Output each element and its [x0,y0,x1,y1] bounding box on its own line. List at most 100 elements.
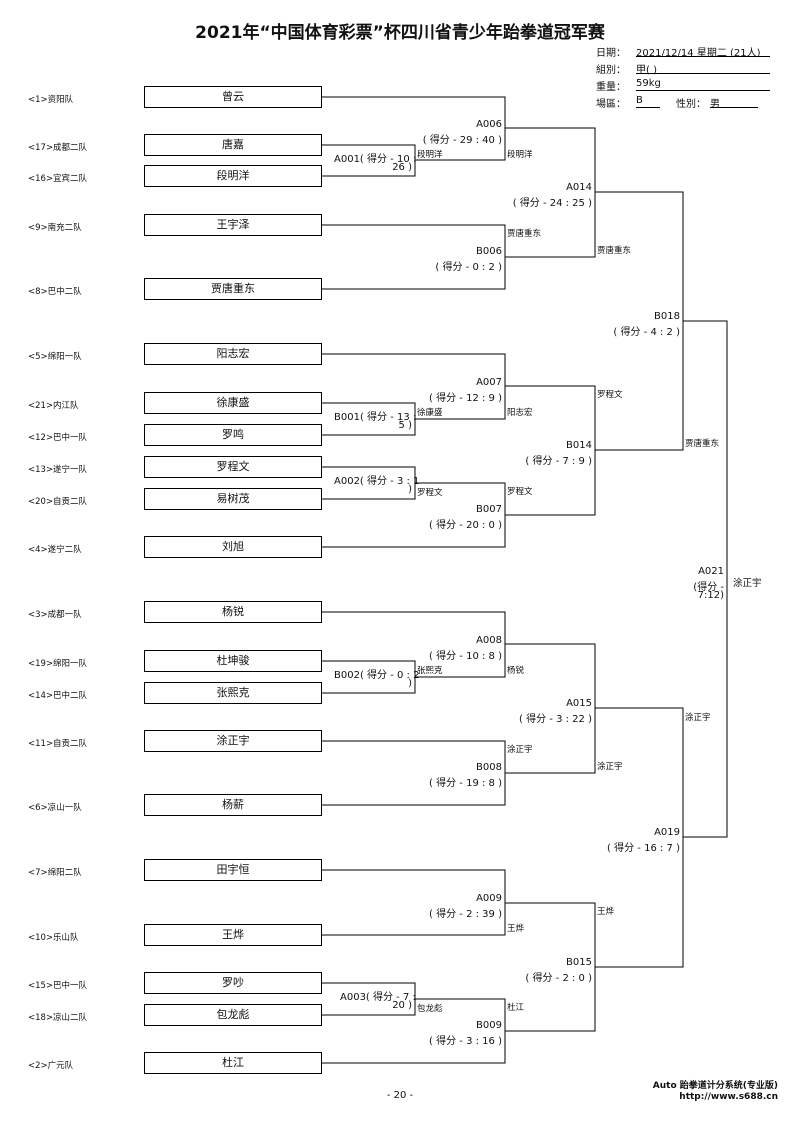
seed-label: <1>资阳队 [28,95,74,105]
page-title: 2021年“中国体育彩票”杯四川省青少年跆拳道冠军赛 [195,23,605,43]
player-name-box: 罗鸣 [144,424,322,446]
r3-top-b014: 罗程文 [597,390,623,400]
seed-label: <19>绵阳一队 [28,659,88,669]
seed-label: <20>自贡二队 [28,497,88,507]
match-score-b015: ( 得分 - 2 : 0 ) [525,973,592,984]
seed-label: <9>南充二队 [28,223,82,233]
player-name-box: 涂正宇 [144,730,322,752]
seed-label: <18>凉山二队 [28,1013,88,1023]
match-code-a002: A002( 得分 - 3 : 1 [334,476,420,487]
match-score-b008: ( 得分 - 19 : 8 ) [429,778,502,789]
match-code-a009: A009 [476,893,502,904]
match-score-a001: 26 ) [392,162,412,173]
player-name-box: 曾云 [144,86,322,108]
seed-label: <17>成都二队 [28,143,88,153]
player-name-box: 贾唐重东 [144,278,322,300]
match-score-a002: ) [408,484,412,495]
seed-label: <16>宜宾二队 [28,174,88,184]
match-code-b009: B009 [476,1020,502,1031]
match-code-b007: B007 [476,504,502,515]
seed-label: <21>内江队 [28,401,79,411]
match-score-b001: 5 ) [398,420,412,431]
seed-label: <3>成都一队 [28,610,82,620]
seed-label: <8>巴中二队 [28,287,82,297]
weight-label: 重量： [596,82,626,93]
match-score-a021-2: 7:12) [697,590,724,601]
player-name-box: 杜坤骏 [144,650,322,672]
weight-value: 59kg [636,78,770,91]
player-name-box: 刘旭 [144,536,322,558]
footer-system: Auto 跆拳道计分系统(专业版) [652,1081,778,1091]
winner-b015: 王烨 [597,907,615,917]
winner-b001: 徐康盛 [417,408,443,418]
info-weight: 重量： 59kg [596,78,776,93]
line-a021 [683,320,728,838]
player-name-box: 杨锐 [144,601,322,623]
winner-a014: 贾唐重东 [597,246,632,256]
line-b006 [322,224,506,290]
match-score-b002: ) [408,678,412,689]
winner-a006: 段明洋 [507,150,533,160]
match-code-b015: B015 [566,957,592,968]
match-code-a006: A006 [476,119,502,130]
winner-a009: 王烨 [507,924,525,934]
match-code-b006: B006 [476,246,502,257]
match-score-b007: ( 得分 - 20 : 0 ) [429,520,502,531]
winner-b018: 贾唐重东 [685,439,720,449]
match-score-a015: ( 得分 - 3 : 22 ) [519,714,592,725]
group-value: 甲( ) [636,61,770,76]
player-name-box: 阳志宏 [144,343,322,365]
player-name-box: 罗程文 [144,456,322,478]
match-score-a021-1: (得分 - [693,582,724,593]
info-group: 組別： 甲( ) [596,61,776,76]
match-code-a007: A007 [476,377,502,388]
player-name-box: 罗吵 [144,972,322,994]
match-code-a019: A019 [654,827,680,838]
winner-b007: 罗程文 [507,487,533,497]
player-name-box: 易树茂 [144,488,322,510]
winner-b009: 杜江 [507,1003,525,1013]
winner-a007: 阳志宏 [507,408,533,418]
page-number: - 20 - [386,1090,414,1101]
player-name-box: 徐康盛 [144,392,322,414]
player-name-box: 田宇恒 [144,859,322,881]
court-label: 場區： [596,99,626,110]
seed-label: <5>绵阳一队 [28,352,82,362]
player-name-box: 张熙克 [144,682,322,704]
date-label: 日期： [596,48,626,59]
match-score-b009: ( 得分 - 3 : 16 ) [429,1036,502,1047]
match-score-a008: ( 得分 - 10 : 8 ) [429,651,502,662]
player-name-box: 段明洋 [144,165,322,187]
match-code-b008: B008 [476,762,502,773]
info-court: 場區： B 性別： 男 [596,95,776,110]
loser-side-b006: 贾唐重东 [507,229,542,239]
match-score-a006: ( 得分 - 29 : 40 ) [422,135,502,146]
player-name-box: 杜江 [144,1052,322,1074]
winner-b002: 张熙克 [417,666,443,676]
match-score-b006: ( 得分 - 0 : 2 ) [435,262,502,273]
seed-label: <6>凉山一队 [28,803,82,813]
match-code-a003: A003( 得分 - 7 : [340,992,416,1003]
seed-label: <2>广元队 [28,1061,74,1071]
winner-a002: 罗程文 [417,488,443,498]
seed-label: <14>巴中二队 [28,691,88,701]
winner-a001: 段明洋 [417,150,443,160]
match-score-b014: ( 得分 - 7 : 9 ) [525,456,592,467]
match-code-a014: A014 [566,182,592,193]
line-b008 [322,740,506,806]
winner-a008: 杨锐 [507,666,525,676]
footer-url: http://www.s688.cn [679,1092,778,1102]
info-date: 日期： 2021/12/14 星期二 (21人) [596,44,776,59]
winner-a003: 包龙彪 [417,1004,443,1014]
match-code-b002: B002( 得分 - 0 : 2 [334,670,420,681]
seed-label: <12>巴中一队 [28,433,88,443]
seed-label: <10>乐山队 [28,933,79,943]
match-code-a021: A021 [698,566,724,577]
player-name-box: 王烨 [144,924,322,946]
match-score-a003: 20 ) [392,1000,412,1011]
winner-a015: 涂正宇 [597,762,623,772]
match-code-b018: B018 [654,311,680,322]
match-code-a008: A008 [476,635,502,646]
date-value: 2021/12/14 星期二 (21人) [636,44,770,59]
winner-b008: 涂正宇 [507,745,533,755]
